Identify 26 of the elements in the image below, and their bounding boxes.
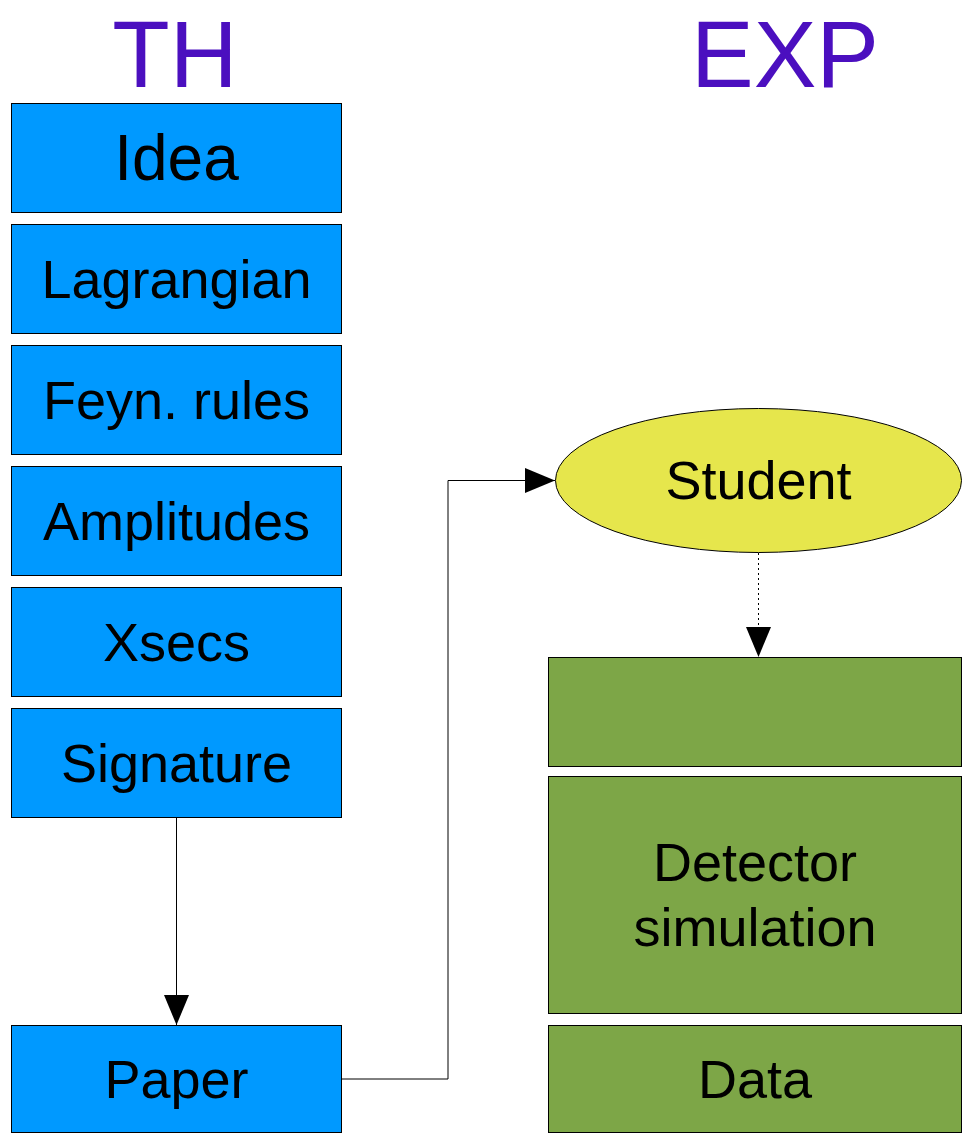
column-heading: TH (112, 8, 238, 102)
node-label: Idea (114, 120, 239, 196)
process-box (11, 345, 342, 455)
process-box (11, 587, 342, 697)
process-box (548, 776, 962, 1014)
empty-box (548, 657, 962, 767)
process-box (11, 1025, 342, 1133)
node-label: Signature (60, 731, 293, 795)
process-box (548, 1025, 962, 1133)
node-label: Amplitudes (42, 489, 311, 553)
process-box (11, 708, 342, 818)
process-box (11, 224, 342, 334)
process-box (11, 466, 342, 576)
node-label: Detector simulation (632, 831, 878, 959)
arrow (341, 468, 556, 1080)
column-heading: EXP (690, 8, 880, 102)
node-label: Feyn. rules (42, 368, 311, 432)
node-label: Student (665, 449, 852, 513)
arrow (164, 817, 189, 1026)
node-label: Paper (104, 1047, 249, 1111)
node-label: Lagrangian (41, 247, 312, 311)
arrow (746, 552, 771, 658)
node-label: Xsecs (102, 610, 251, 674)
process-box (11, 103, 342, 213)
ellipse-node (555, 408, 962, 553)
node-label: Data (697, 1047, 813, 1111)
